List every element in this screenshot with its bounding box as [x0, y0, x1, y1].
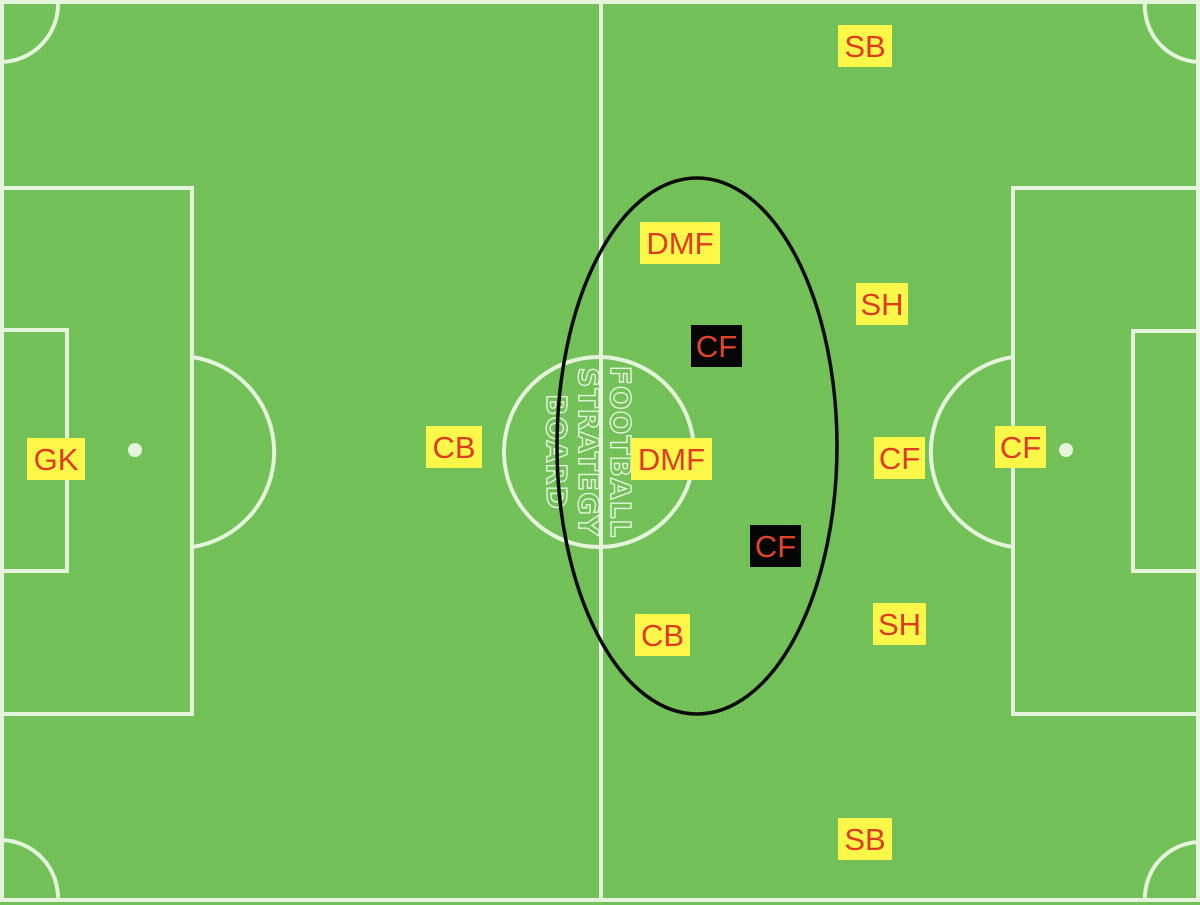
- player-sb-bottom[interactable]: SB: [838, 818, 892, 860]
- player-cf-right[interactable]: CF: [874, 437, 925, 479]
- corner-arc-bottom-right: [1142, 840, 1199, 901]
- right-penalty-spot: [1059, 443, 1073, 457]
- player-sh-bottom[interactable]: SH: [873, 603, 926, 645]
- left-penalty-area: [2, 186, 194, 716]
- player-dmf-top[interactable]: DMF: [640, 222, 720, 264]
- player-dmf-center[interactable]: DMF: [631, 438, 712, 480]
- corner-arc-top-right: [1142, 1, 1199, 64]
- right-penalty-arc: [928, 355, 1014, 549]
- player-cb-left[interactable]: CB: [426, 426, 482, 468]
- player-sb-top[interactable]: SB: [838, 25, 892, 67]
- player-sh-top[interactable]: SH: [856, 283, 908, 325]
- player-away-cf-bottom[interactable]: CF: [750, 525, 801, 567]
- left-penalty-spot: [128, 443, 142, 457]
- left-penalty-arc: [191, 355, 277, 549]
- corner-arc-bottom-left: [1, 838, 61, 901]
- player-gk[interactable]: GK: [27, 438, 85, 480]
- corner-arc-top-left: [1, 1, 61, 64]
- player-cf-far[interactable]: CF: [995, 426, 1046, 468]
- player-away-cf-top[interactable]: CF: [691, 325, 742, 367]
- watermark-logo: FOOTBALL STRATEGY BOARD: [539, 365, 637, 539]
- right-goal-area: [1131, 329, 1198, 573]
- player-cb-low[interactable]: CB: [635, 614, 690, 656]
- watermark-line-2: STRATEGY: [572, 367, 605, 536]
- highlight-ellipse: [555, 176, 839, 716]
